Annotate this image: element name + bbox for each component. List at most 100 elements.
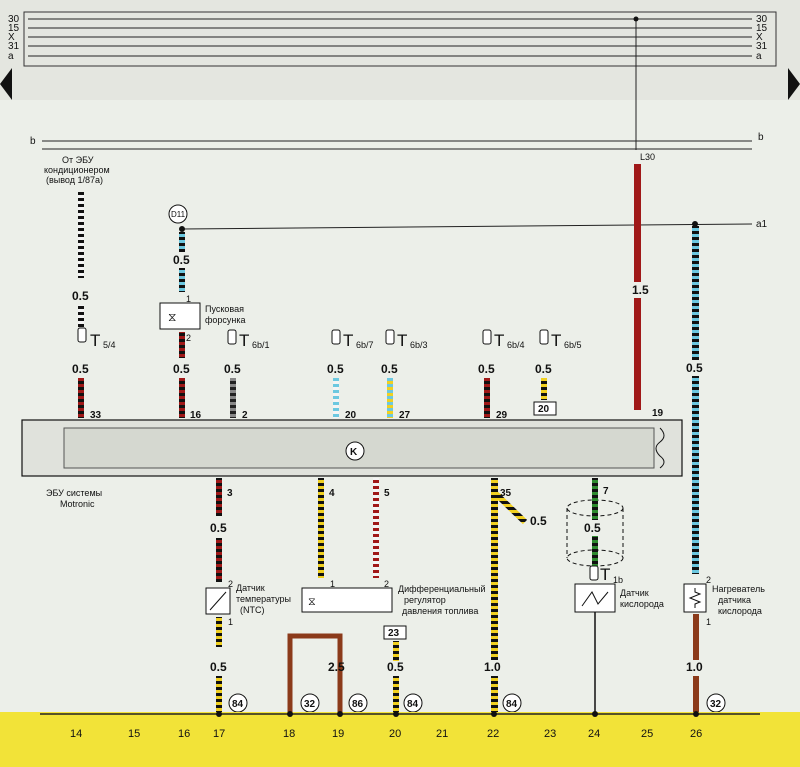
- ecu-name-1: ЭБУ системы: [46, 488, 102, 498]
- ac-wire-lower: [78, 378, 84, 418]
- box-23: [383, 625, 407, 640]
- connector-t1b-icon: [589, 565, 599, 581]
- heater-note-2: датчика: [718, 595, 751, 605]
- cyan-wire-right: [692, 226, 699, 574]
- pin-27: 27: [399, 410, 411, 421]
- a1-junction-left: [179, 226, 185, 232]
- oxygen-sensor-icon: [581, 591, 609, 607]
- pin-29: 29: [496, 410, 508, 421]
- footer-col-21: 21: [436, 728, 448, 740]
- w5-wire: [373, 478, 379, 578]
- w6b4-wire: [484, 378, 490, 418]
- w4-wire: [318, 478, 324, 578]
- next-page-arrow-icon[interactable]: [788, 68, 800, 100]
- connector-t6b7-icon: [331, 329, 341, 345]
- w23-wire-upper: [393, 641, 399, 661]
- w6b4-gauge: 0.5: [478, 362, 495, 376]
- connector-t1b-main: T: [600, 565, 610, 584]
- bus30-junction: [633, 16, 639, 22]
- bus-label-15-right: 15: [756, 23, 768, 34]
- l30-label: L30: [640, 152, 655, 162]
- injector-note-1: Пусковая: [205, 304, 244, 314]
- a1-label: a1: [756, 219, 768, 230]
- connector-t6b3-sub: 6b/3: [410, 340, 428, 350]
- box-20-label: 20: [538, 404, 550, 415]
- ecu-name-2: Motronic: [60, 499, 95, 509]
- bus-b-label-left: b: [30, 136, 36, 147]
- ntc-note-3: (NTC): [240, 605, 265, 615]
- w3-wire-upper: [216, 478, 222, 516]
- oxygen-heater: [683, 583, 707, 613]
- w35-branch-gauge: 0.5: [530, 514, 547, 528]
- top-bus-lines: [28, 18, 752, 57]
- w6b1-wire: [230, 378, 236, 418]
- connector-t6b5-icon: [539, 329, 549, 345]
- connector-t6b1-sub: 6b/1: [252, 340, 270, 350]
- prev-page-arrow-icon[interactable]: [0, 68, 12, 100]
- w35-gauge: 1.0: [484, 660, 501, 674]
- heater-note-3: кислорода: [718, 606, 762, 616]
- w3-wire-lower1: [216, 617, 222, 647]
- pin-7: 7: [603, 486, 609, 497]
- reg-pin-2: 2: [384, 579, 389, 589]
- inj-wire-low2: [179, 378, 185, 418]
- ac-ecu-note-2: кондиционером: [44, 165, 110, 175]
- reg-note-2: регулятор: [404, 595, 446, 605]
- oxygen-note-2: кислорода: [620, 599, 664, 609]
- bus-label-31-left: 31: [8, 41, 20, 52]
- inj-wire-low1: [179, 332, 185, 358]
- shield-gauge: 0.5: [584, 521, 601, 535]
- cyan-gauge-bg: [684, 360, 706, 376]
- ac-ecu-note-1: От ЭБУ: [62, 155, 94, 165]
- ecu-break-mark: [655, 427, 665, 469]
- connector-t1b-sub: 1b: [613, 575, 623, 585]
- ground-markers: 84 32 86 84 84 32: [228, 693, 726, 713]
- connector-t6b1-main: T: [239, 331, 249, 350]
- ground-86: 86: [352, 699, 364, 710]
- connector-t6b1-icon: [227, 329, 237, 345]
- w6b5-wire: [541, 378, 547, 400]
- connector-t6b7-sub: 6b/7: [356, 340, 374, 350]
- brown-wire-gauge: 1.0: [686, 660, 703, 674]
- bus-label-a-left: a: [8, 51, 14, 62]
- connector-t6b7-main: T: [343, 331, 353, 350]
- heater-icon: [688, 588, 702, 608]
- inj-pin-2: 2: [186, 333, 191, 343]
- bus-label-x-right: X: [756, 32, 763, 43]
- w35-gauge-bg: [484, 660, 508, 676]
- w6b3-gauge: 0.5: [381, 362, 398, 376]
- w6b3-wire: [387, 378, 393, 418]
- connector-t6b5-sub: 6b/5: [564, 340, 582, 350]
- footer-col-17: 17: [213, 728, 225, 740]
- w35-wire: [491, 478, 498, 712]
- ground-bus-junctions: [216, 711, 699, 717]
- w6b5-gauge: 0.5: [535, 362, 552, 376]
- inj-gauge-lower: 0.5: [173, 362, 190, 376]
- w6b1-gauge: 0.5: [224, 362, 241, 376]
- ground-84-c: 84: [506, 699, 518, 710]
- pin-20-top: 20: [345, 410, 357, 421]
- heater-note-1: Нагреватель: [712, 584, 765, 594]
- connector-t6b3-icon: [385, 329, 395, 345]
- bus-label-15-left: 15: [8, 23, 20, 34]
- reg-note-1: Дифференциальный: [398, 584, 486, 594]
- ntc-note-2: температуры: [236, 594, 291, 604]
- w3-gauge-upper: 0.5: [210, 521, 227, 535]
- footer-col-23: 23: [544, 728, 556, 740]
- ecu-mark-circle: [345, 441, 365, 461]
- box-20: [533, 401, 557, 416]
- w35-branch-wire: [493, 491, 528, 525]
- ntc-note-1: Датчик: [236, 583, 265, 593]
- inj-pin-1: 1: [186, 294, 191, 304]
- ac-wire-mid: [78, 305, 84, 327]
- connector-t6b4-icon: [482, 329, 492, 345]
- pin-16: 16: [190, 410, 202, 421]
- connector-t6b4-main: T: [494, 331, 504, 350]
- ac-wire-gauge-upper: 0.5: [72, 289, 89, 303]
- cyan-wire-gauge: 0.5: [686, 361, 703, 375]
- pin-35: 35: [500, 488, 512, 499]
- a1-line: [181, 223, 753, 230]
- d11-label: D11: [171, 210, 186, 219]
